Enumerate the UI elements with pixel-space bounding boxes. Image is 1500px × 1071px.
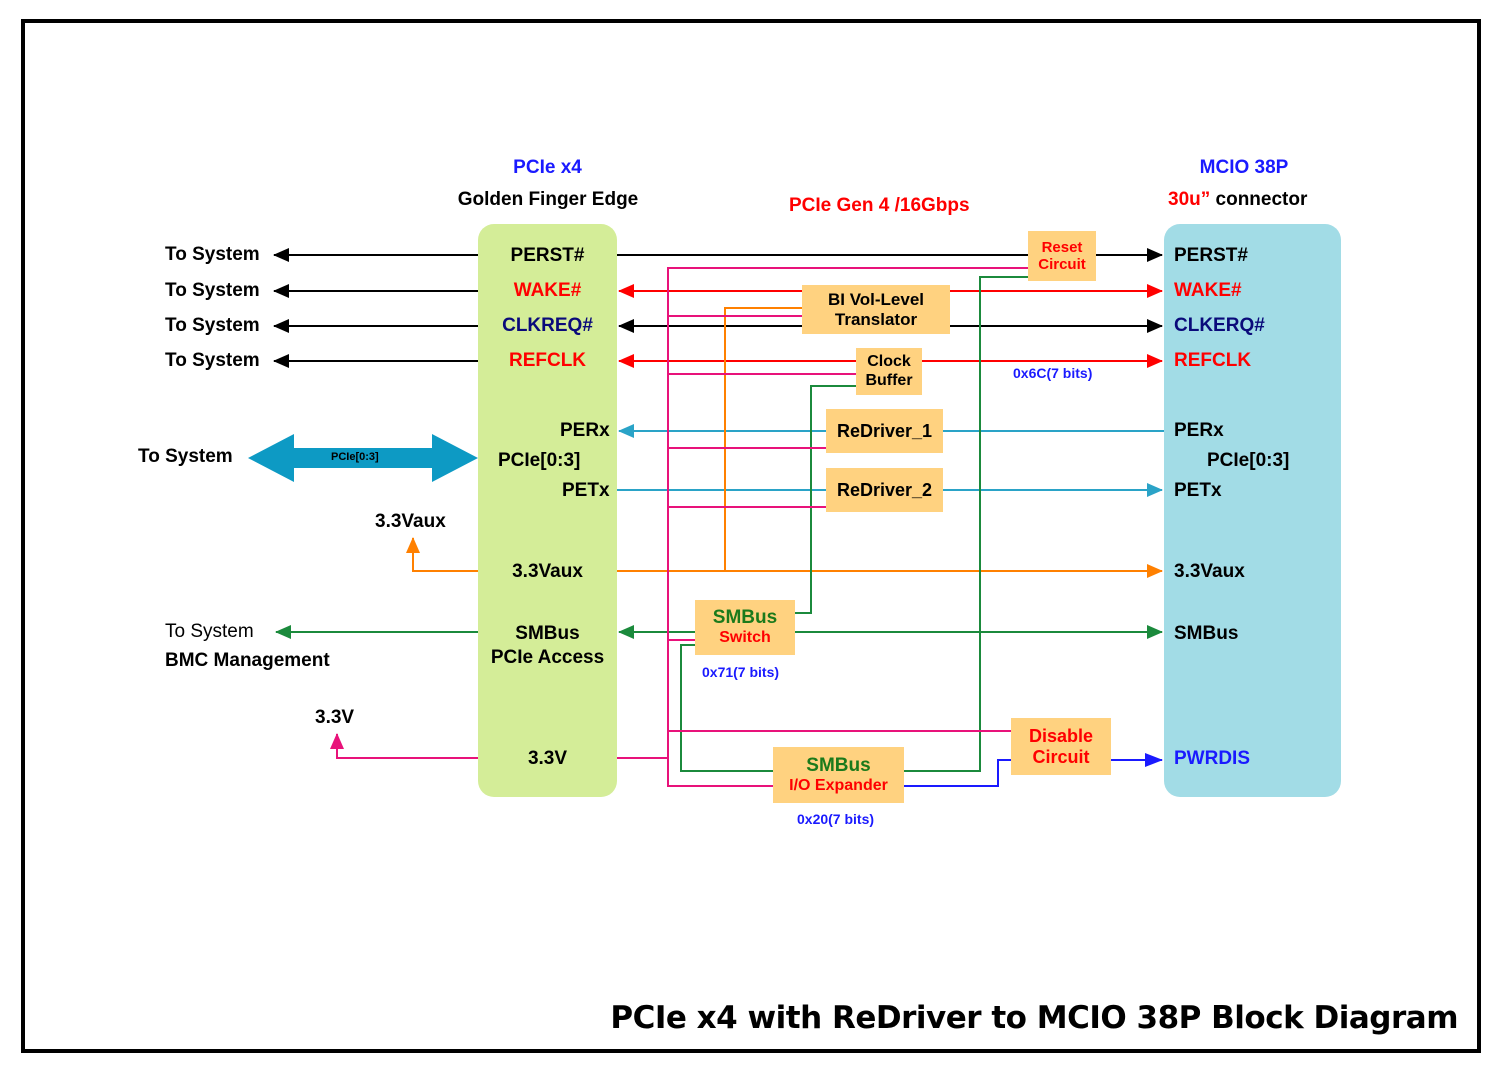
mcio-38p-panel (1164, 224, 1341, 797)
v33-bus-line (617, 267, 1028, 759)
v33-to-ioexp (667, 758, 773, 787)
diagram-frame (21, 19, 1481, 1053)
clock-buffer-line1: Clock (867, 353, 911, 371)
smbus-switch-address: 0x71(7 bits) (702, 664, 780, 680)
smbus-switch-line2: Switch (719, 629, 771, 647)
reset-circuit-block: Reset Circuit (1028, 231, 1096, 281)
left-header-subtitle: Golden Finger Edge (457, 189, 639, 210)
connector-spec: 30u” (1168, 189, 1211, 210)
to-system-label-3: To System (165, 315, 260, 336)
right-petx-label: PETx (1174, 480, 1222, 501)
right-smbus-label: SMBus (1174, 623, 1239, 644)
diagram-title: PCIe x4 with ReDriver to MCIO 38P Block … (610, 1000, 1458, 1036)
reset-circuit-line1: Reset (1041, 238, 1083, 256)
clock-buffer-address: 0x6C(7 bits) (1013, 365, 1093, 381)
smbus-switch-block: SMBus Switch (695, 600, 795, 655)
to-system-pcie-label: To System (138, 446, 233, 467)
switch-to-ioexp-line (680, 644, 773, 772)
right-header-title: MCIO 38P (1199, 157, 1289, 178)
right-pwrdis-label: PWRDIS (1174, 748, 1250, 769)
right-pcie-label: PCIe[0:3] (1207, 450, 1290, 471)
right-perx-label: PERx (1174, 420, 1224, 441)
level-translator-line2: Translator (834, 309, 918, 329)
io-expander-line1: SMBus (806, 754, 871, 776)
to-system-label-4: To System (165, 350, 260, 371)
level-translator-block: BI Vol-Level Translator (802, 285, 950, 334)
io-expander-line2: I/O Expander (789, 776, 888, 794)
to-system-label-2: To System (165, 280, 260, 301)
right-clkerq-label: CLKERQ# (1174, 315, 1265, 336)
aux-left-label: 3.3Vaux (375, 511, 446, 532)
right-refclk-label: REFCLK (1174, 350, 1252, 371)
to-system-label-1: To System (165, 244, 260, 265)
left-pcie-label: PCIe[0:3] (498, 450, 581, 471)
left-refclk-label: REFCLK (508, 350, 587, 371)
switch-to-clockbuffer-line (795, 385, 856, 614)
disable-circuit-block: Disable Circuit (1011, 718, 1111, 775)
right-aux-label: 3.3Vaux (1174, 561, 1245, 582)
clock-buffer-block: Clock Buffer (856, 348, 922, 395)
v33-left-label: 3.3V (315, 707, 355, 728)
left-clkreq-label: CLKREQ# (502, 315, 593, 336)
pcie-bus-arrow (248, 434, 478, 482)
pcie-x4-panel (478, 224, 617, 797)
left-header-title: PCIe x4 (513, 157, 582, 178)
io-expander-block: SMBus I/O Expander (773, 747, 904, 803)
redriver-2-block: ReDriver_2 (826, 468, 943, 512)
ioexp-to-reset-line (904, 276, 1028, 772)
redriver-1-block: ReDriver_1 (826, 409, 943, 453)
smbus-switch-line1: SMBus (712, 607, 778, 629)
reset-circuit-line2: Circuit (1038, 256, 1086, 273)
left-perst-label: PERST# (510, 245, 585, 266)
level-translator-line1: BI Vol-Level (827, 289, 925, 309)
pcie-bus-label: PCIe[0:3] (331, 451, 379, 463)
io-expander-address: 0x20(7 bits) (797, 811, 875, 827)
right-perst-label: PERST# (1174, 245, 1248, 266)
left-smbus-label: SMBus (515, 623, 580, 644)
bmc-management-label: BMC Management (165, 650, 330, 671)
redriver-2-label: ReDriver_2 (836, 479, 933, 500)
left-v33-label: 3.3V (527, 748, 568, 769)
right-header-subtitle: 30u” connector (1168, 190, 1307, 209)
aux-left-line (406, 537, 478, 572)
disable-circuit-line2: Circuit (1032, 746, 1090, 767)
connector-label: connector (1210, 189, 1308, 210)
left-perx-label: PERx (560, 420, 610, 441)
left-wake-label: WAKE# (513, 280, 582, 301)
ioexp-to-disable-line (904, 759, 1011, 787)
redriver-1-label: ReDriver_1 (836, 420, 933, 441)
left-petx-label: PETx (562, 480, 610, 501)
left-pcie-access-label: PCIe Access (490, 647, 605, 668)
speed-label: PCIe Gen 4 /16Gbps (789, 195, 970, 216)
to-system-smbus-label: To System (165, 621, 254, 642)
clock-buffer-line2: Buffer (865, 371, 913, 389)
v33-left-line (330, 733, 478, 759)
right-wake-label: WAKE# (1174, 280, 1242, 301)
left-aux-label: 3.3Vaux (512, 561, 583, 582)
aux-to-translator-line (724, 307, 802, 571)
disable-circuit-line1: Disable (1028, 725, 1094, 746)
